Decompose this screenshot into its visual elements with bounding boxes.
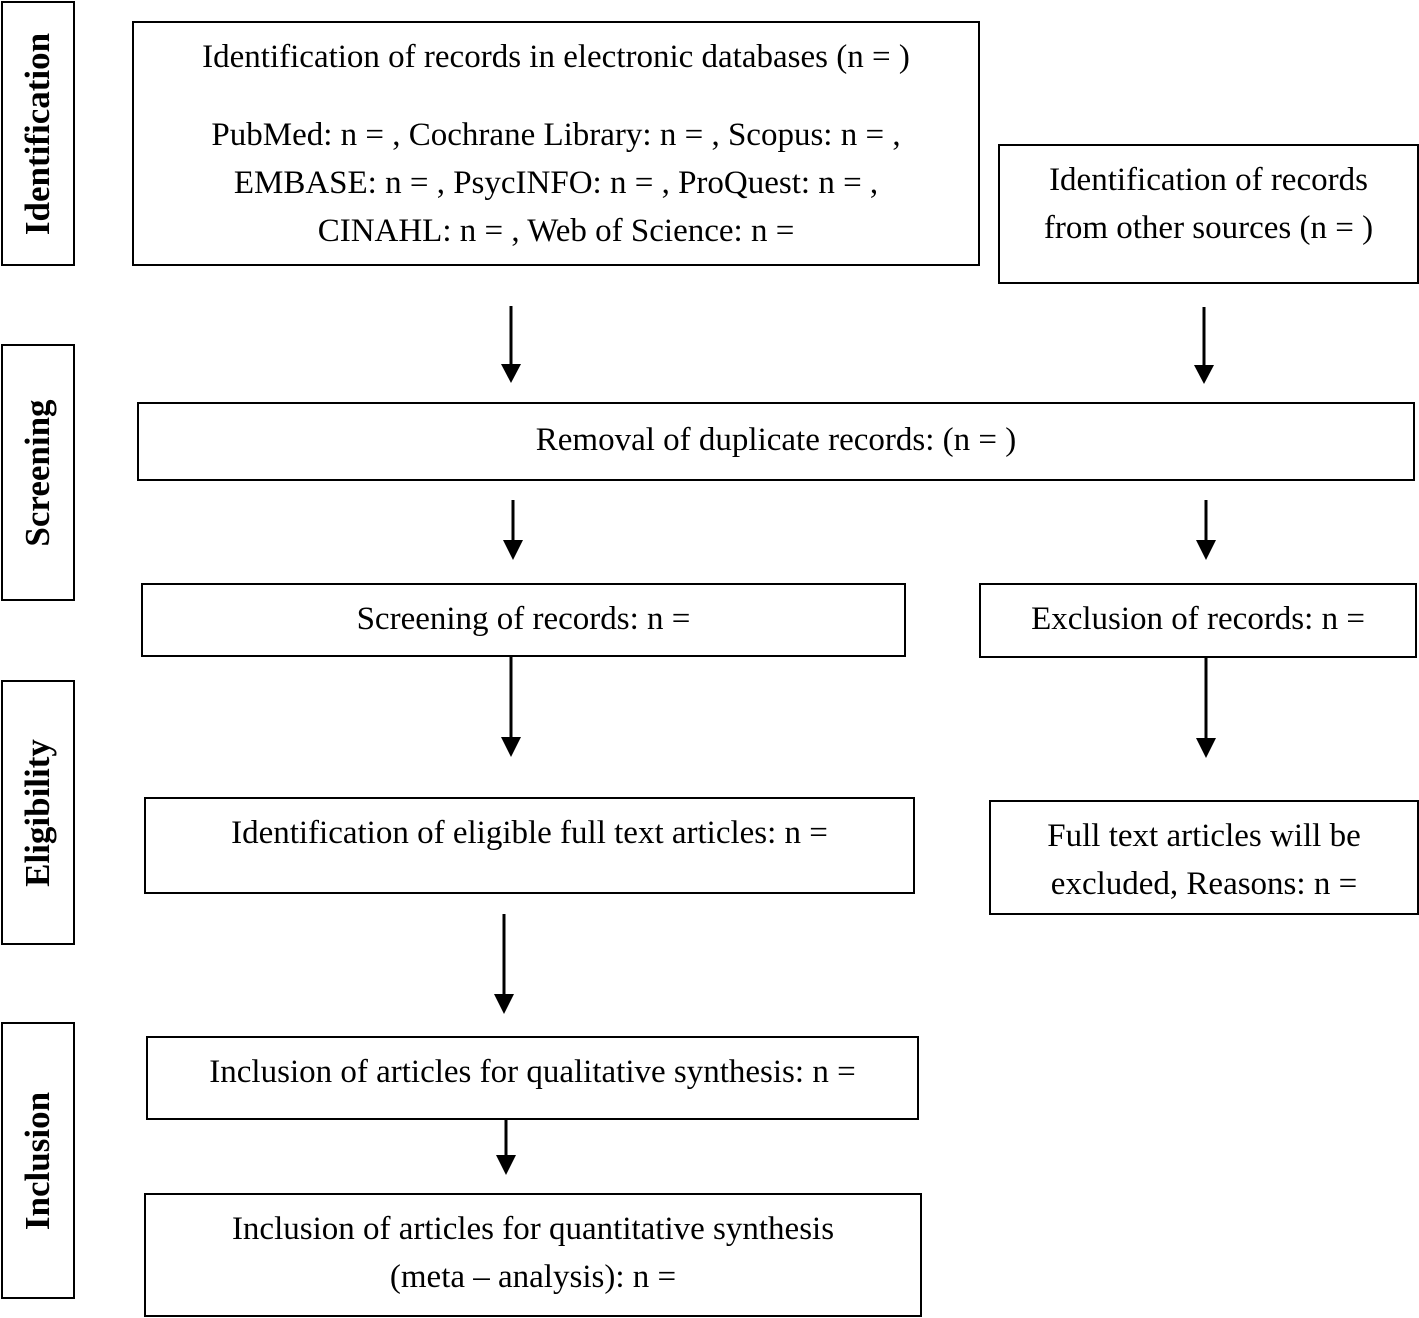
arrowhead-duplicates-to-screening (503, 540, 523, 560)
exclusion-text: Exclusion of records: n = (1031, 601, 1365, 637)
eligible-text: Identification of eligible full text art… (231, 815, 828, 851)
quantitative-box: Inclusion of articles for quantitative s… (144, 1193, 922, 1317)
databases-title: Identification of records in electronic … (202, 39, 910, 75)
excluded-fulltext-line-2: excluded, Reasons: n = (1050, 866, 1358, 902)
quantitative-line-1: Inclusion of articles for quantitative s… (231, 1211, 835, 1247)
databases-line-1: PubMed: n = , Cochrane Library: n = , Sc… (211, 117, 901, 153)
other-sources-line-1: Identification of records (1049, 162, 1368, 198)
other-sources-line-2: from other sources (n = ) (1043, 210, 1374, 246)
qualitative-text: Inclusion of articles for qualitative sy… (209, 1054, 856, 1090)
arrowhead-duplicates-to-exclusion (1196, 540, 1216, 560)
screening-box: Screening of records: n = (141, 583, 906, 657)
arrowhead-exclusion-to-excluded-fulltext (1196, 738, 1216, 758)
excluded-fulltext-line-1: Full text articles will be (1047, 818, 1361, 854)
other-sources-box: Identification of records from other sou… (998, 144, 1419, 284)
qualitative-box: Inclusion of articles for qualitative sy… (146, 1036, 919, 1120)
stage-eligibility: Eligibility (1, 680, 75, 945)
duplicates-box: Removal of duplicate records: (n = ) (137, 402, 1415, 481)
excluded-fulltext-box: Full text articles will be excluded, Rea… (989, 800, 1419, 915)
databases-line-2: EMBASE: n = , PsycINFO: n = , ProQuest: … (233, 165, 879, 201)
stage-identification: Identification (1, 1, 75, 266)
stage-screening: Screening (1, 344, 75, 601)
exclusion-box: Exclusion of records: n = (979, 583, 1417, 658)
screening-text: Screening of records: n = (356, 601, 691, 637)
stage-inclusion: Inclusion (1, 1022, 75, 1299)
duplicates-text: Removal of duplicate records: (n = ) (535, 422, 1017, 458)
arrowhead-eligible-to-qualitative (494, 994, 514, 1014)
quantitative-line-2: (meta – analysis): n = (389, 1259, 677, 1295)
arrowhead-other-to-duplicates (1194, 365, 1214, 384)
arrowhead-screening-to-eligible (501, 737, 521, 757)
arrowhead-qualitative-to-quantitative (496, 1155, 516, 1175)
arrowhead-databases-to-duplicates (501, 364, 521, 383)
databases-line-3: CINAHL: n = , Web of Science: n = (317, 213, 795, 249)
databases-box: Identification of records in electronic … (132, 21, 980, 266)
eligible-box: Identification of eligible full text art… (144, 797, 915, 894)
